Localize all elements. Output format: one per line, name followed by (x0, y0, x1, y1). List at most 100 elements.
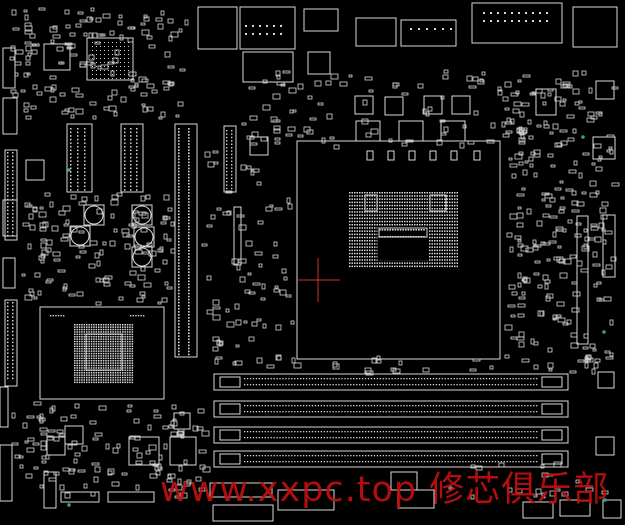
smd-component (59, 92, 66, 97)
smd-component (22, 422, 28, 429)
smd-component (524, 160, 529, 164)
socket-center-void (377, 225, 429, 261)
smd-component (23, 72, 29, 78)
smd-component (339, 81, 348, 87)
smd-component (157, 463, 162, 470)
smd-component (550, 164, 556, 168)
smd-component (597, 158, 602, 162)
smd-component (140, 226, 148, 233)
smd-component (548, 368, 553, 372)
smd-component (598, 222, 605, 229)
header (43, 471, 57, 509)
smd-component (135, 484, 140, 491)
smd-component (608, 146, 613, 150)
smd-component (254, 251, 263, 256)
smd-component (540, 92, 546, 99)
smd-component (58, 61, 63, 65)
smd-component (149, 473, 158, 479)
smd-component (520, 133, 525, 140)
smd-component (60, 416, 68, 422)
smd-component (239, 276, 246, 283)
smd-component (472, 76, 479, 82)
smd-component (552, 231, 557, 238)
smd-component (289, 109, 294, 114)
smd-component (552, 314, 558, 320)
smd-component (40, 259, 45, 264)
smd-component (375, 358, 382, 364)
smd-component (539, 310, 544, 317)
smd-component (167, 207, 173, 212)
smd-component (577, 359, 585, 363)
smd-component (166, 286, 173, 290)
smd-component (68, 107, 75, 113)
smd-component (25, 115, 32, 120)
smd-component (276, 355, 282, 361)
smd-component (26, 72, 31, 76)
dimm-latch (219, 376, 241, 388)
smd-component (63, 283, 68, 290)
smd-component (272, 254, 279, 259)
smd-component (114, 49, 120, 56)
smd-component (162, 215, 168, 221)
smd-component (401, 142, 408, 147)
header (2, 199, 18, 237)
smd-component (530, 151, 536, 156)
smd-component (95, 17, 102, 23)
smd-component (502, 96, 509, 102)
smd-component (204, 151, 211, 158)
smd-component (111, 89, 118, 96)
smd-component (167, 18, 174, 24)
smd-component (171, 404, 177, 410)
smd-component (260, 297, 266, 301)
smd-component (594, 358, 601, 363)
rear-io-connectors (197, 6, 238, 50)
smd-component (365, 370, 374, 376)
smd-component (371, 357, 378, 364)
smd-component (64, 108, 70, 112)
smd-component (64, 42, 73, 46)
smd-component (243, 320, 248, 324)
smd-component (12, 92, 19, 98)
smd-component (75, 108, 84, 115)
smd-component (417, 83, 424, 89)
smd-component (49, 75, 57, 80)
smd-component (118, 296, 124, 301)
smd-component (606, 134, 615, 138)
smd-component (159, 246, 164, 253)
smd-component (518, 296, 526, 300)
io-pins (245, 25, 282, 35)
smd-component (504, 324, 513, 331)
smd-component (178, 28, 183, 33)
inductor (384, 96, 404, 116)
smd-component (78, 201, 87, 206)
smd-component (321, 137, 326, 144)
smd-component (518, 137, 526, 142)
smd-component (53, 258, 61, 262)
smd-component (90, 62, 96, 69)
smd-component (235, 319, 242, 326)
smd-component (595, 166, 603, 172)
header (4, 149, 18, 241)
smd-component (163, 443, 168, 450)
smd-component (198, 449, 207, 454)
smd-component (583, 333, 589, 339)
socket-notch (364, 194, 378, 212)
accent-mark (602, 330, 606, 334)
smd-component (526, 208, 532, 215)
chip (169, 436, 197, 466)
smd-component (46, 435, 54, 441)
smd-component (273, 125, 281, 131)
smd-component (595, 190, 600, 195)
smd-component (578, 172, 583, 179)
smd-component (498, 462, 505, 468)
chip (592, 136, 616, 160)
smd-component (88, 54, 95, 61)
smd-component (244, 289, 251, 294)
header-pins (70, 128, 86, 191)
header (602, 499, 622, 519)
smd-component (544, 279, 551, 284)
smd-component (603, 296, 612, 302)
smd-component (528, 135, 534, 140)
smd-component (231, 258, 239, 265)
